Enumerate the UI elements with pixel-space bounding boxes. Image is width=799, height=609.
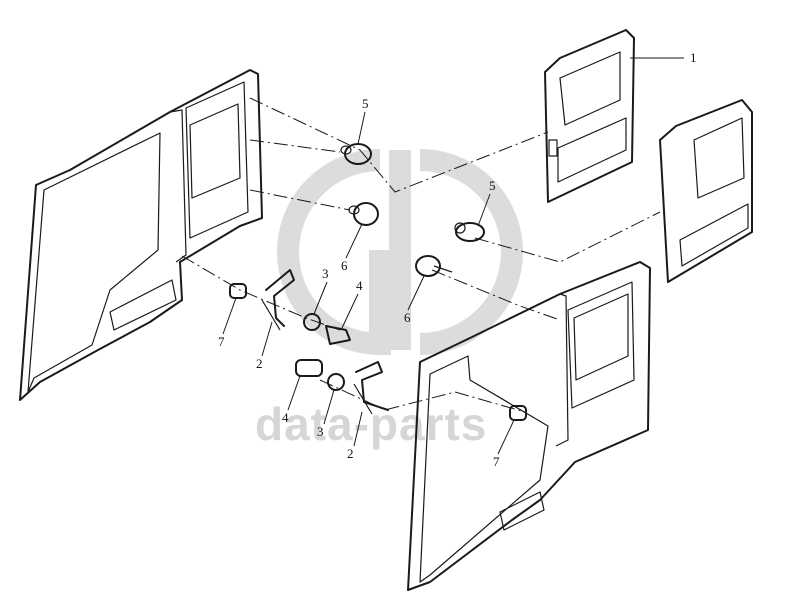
callout-6-lower: 6	[404, 310, 411, 325]
callout-1: 1	[690, 50, 697, 65]
callout-2-left: 2	[256, 356, 263, 371]
door-panel-part-1	[544, 29, 635, 203]
callout-3-lower: 3	[317, 424, 324, 439]
part-5-lower	[454, 222, 485, 242]
part-7-left	[229, 283, 247, 299]
left-side-frame	[19, 69, 263, 401]
callout-3-upper: 3	[322, 266, 329, 281]
part-2-lower	[353, 361, 389, 415]
leader-lines	[222, 57, 684, 455]
watermark-text: data-parts	[255, 398, 487, 450]
part-4-left	[325, 325, 351, 345]
callout-4-lower: 4	[282, 410, 289, 425]
callout-7-right: 7	[493, 454, 500, 469]
callout-7-left: 7	[218, 334, 225, 349]
part-3-lower	[327, 373, 345, 391]
callout-6-upper: 6	[341, 258, 348, 273]
part-6-upper	[348, 202, 379, 226]
callout-2-lower: 2	[347, 446, 354, 461]
part-4-lower	[295, 359, 323, 377]
part-2-left	[261, 269, 295, 331]
right-side-frame	[407, 261, 651, 591]
part-3-left	[303, 313, 321, 331]
part-6-lower	[415, 255, 453, 277]
callout-5-lower: 5	[489, 178, 496, 193]
callout-5-upper: 5	[362, 96, 369, 111]
callout-4-upper: 4	[356, 278, 363, 293]
assembly-guide-lines	[181, 97, 661, 413]
watermark-logo	[277, 149, 523, 356]
part-7-right	[509, 405, 527, 421]
door-panel-right	[659, 99, 753, 283]
